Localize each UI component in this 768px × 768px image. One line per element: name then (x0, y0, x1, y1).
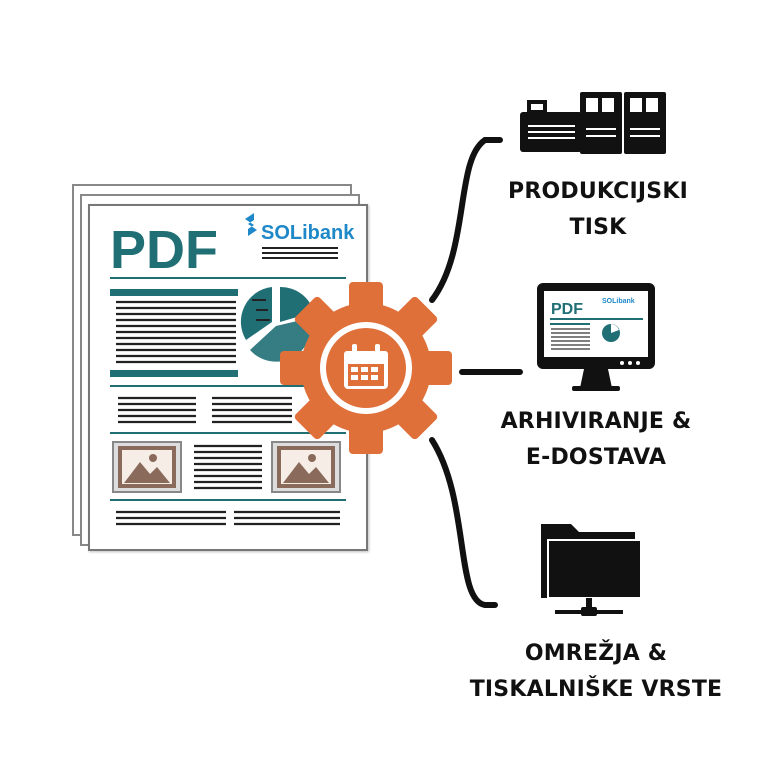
document-brand: SOLibank (261, 222, 355, 244)
printer-icon (520, 92, 666, 154)
connector-lines (429, 137, 523, 608)
output-label-archiving: ARHIVIRANJE & E-DOSTAVA (466, 404, 726, 476)
column-text-right (212, 396, 292, 424)
monitor-document-title: PDF (551, 301, 583, 318)
image-placeholder-left (112, 441, 182, 493)
output-label-line: OMREŽJA & (524, 641, 668, 666)
output-label-line: ARHIVIRANJE & (500, 409, 692, 434)
output-label-line: TISKALNIŠKE VRSTE (469, 677, 723, 702)
connector-to-printer (429, 137, 503, 303)
section-body-lines (116, 300, 236, 364)
calendar-gear-icon (280, 282, 452, 454)
image-placeholder-right (271, 441, 341, 493)
image-caption-lines (194, 444, 262, 490)
output-label-line: PRODUKCIJSKI (508, 179, 688, 204)
output-label-line: TISK (569, 215, 627, 240)
document-title: PDF (110, 220, 218, 280)
output-label-networks: OMREŽJA & TISKALNIŠKE VRSTE (466, 636, 726, 708)
column-text-left (118, 396, 196, 424)
solibank-logo: SOLibank (245, 213, 355, 244)
output-label-line: E-DOSTAVA (525, 445, 667, 470)
section-heading-bar-2 (110, 370, 238, 377)
solibank-logo-icon (245, 213, 257, 236)
output-label-production-print: PRODUKCIJSKI TISK (468, 174, 728, 246)
section-heading-bar (110, 289, 238, 296)
header-text-lines (262, 247, 338, 259)
footer-text-lines (116, 510, 340, 526)
network-folder-icon (541, 524, 642, 616)
connector-to-folder (429, 437, 498, 608)
pie-legend-lines (252, 299, 270, 321)
monitor-document-brand: SOLibank (602, 298, 635, 305)
monitor-icon: PDF SOLibank (537, 283, 655, 391)
calendar-icon (344, 344, 388, 389)
